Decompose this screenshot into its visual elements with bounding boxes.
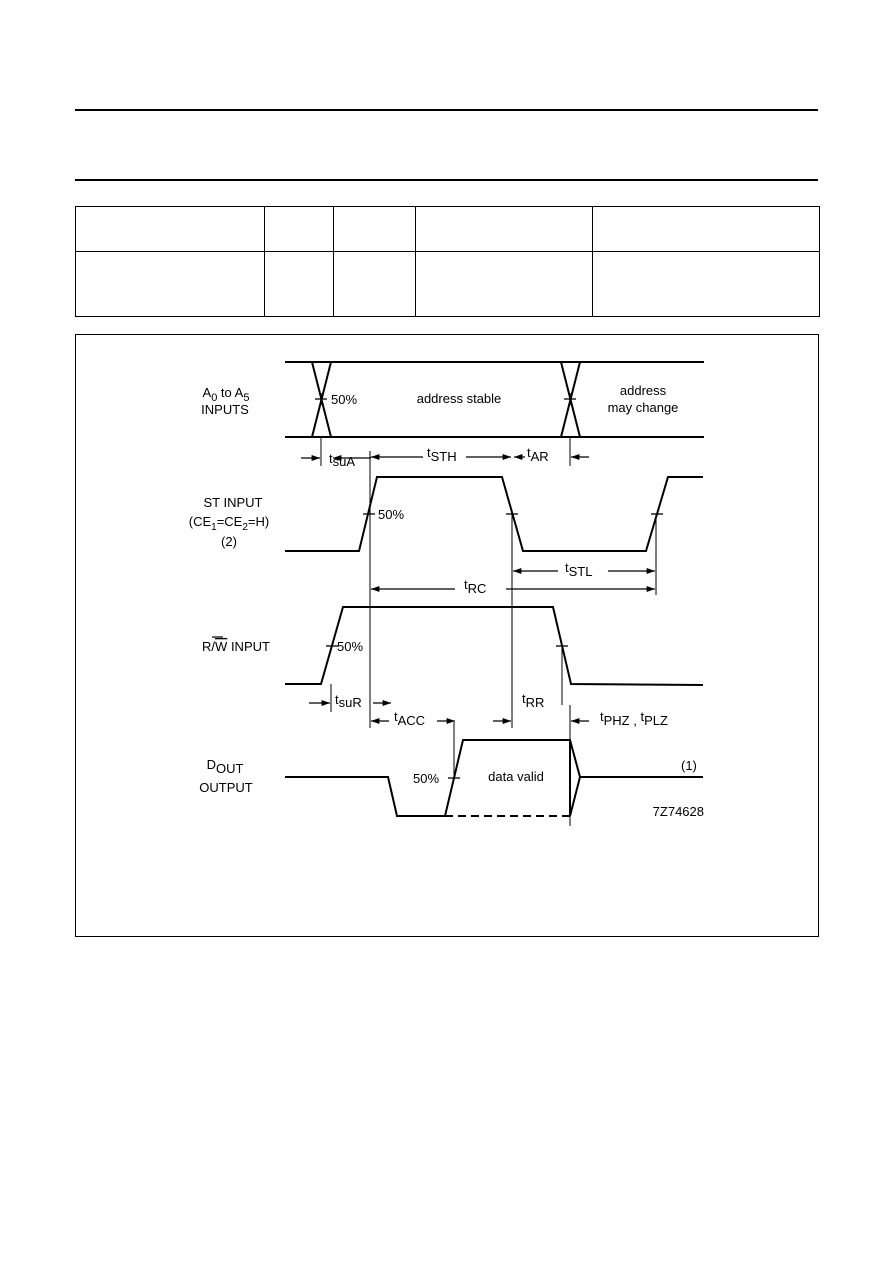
timing-label-tAR: tAR — [527, 445, 549, 464]
table-cell — [592, 206, 820, 252]
top-rule — [75, 109, 818, 111]
table-cell — [75, 206, 265, 252]
dout-label: DOUT — [207, 757, 244, 776]
note-1-label: (1) — [681, 758, 697, 773]
table-cell — [333, 251, 416, 317]
st-label-condition: (CE1=CE2=H) — [189, 514, 269, 533]
table-cell — [415, 251, 593, 317]
timing-label-tRR: tRR — [522, 691, 544, 710]
pct-label-rw: 50% — [337, 639, 363, 654]
figure-frame — [75, 334, 819, 937]
timing-label-tsuR: tsuR — [335, 692, 362, 710]
timing-label-tsuA: tsuA — [329, 451, 355, 469]
address-waveform — [285, 361, 704, 438]
header-rule — [75, 179, 818, 181]
address-50pct-ticks — [315, 393, 576, 405]
table-cell — [264, 251, 334, 317]
reference-lines — [320, 437, 657, 826]
timing-label-tRC: tRC — [464, 577, 486, 596]
table-cell — [592, 251, 820, 317]
dout-label-line2: OUTPUT — [199, 780, 253, 795]
rw-label: R/W INPUT — [202, 639, 270, 654]
timing-label-tSTL: tSTL — [565, 560, 592, 579]
data-valid-label: data valid — [488, 769, 544, 784]
pct-label-address: 50% — [331, 392, 357, 407]
timing-label-tPHZ-tPLZ: tPHZ , tPLZ — [600, 709, 668, 728]
parameter-table — [75, 206, 820, 317]
table-row — [75, 251, 820, 317]
address-label-line2: INPUTS — [201, 402, 249, 417]
st-label-note: (2) — [221, 534, 237, 549]
address-stable-label: address stable — [417, 391, 502, 406]
timing-label-tACC: tACC — [394, 709, 425, 728]
table-row — [75, 206, 820, 252]
address-label: A0 to A5 — [203, 385, 250, 404]
timing-arrows — [301, 454, 655, 724]
rw-waveform — [285, 606, 704, 686]
pct-label-st: 50% — [378, 507, 404, 522]
st-waveform — [285, 476, 703, 552]
address-may-change-label-1: address — [620, 383, 667, 398]
address-may-change-label-2: may change — [608, 400, 679, 415]
pct-label-dout: 50% — [413, 771, 439, 786]
table-cell — [415, 206, 593, 252]
st-label: ST INPUT — [204, 495, 263, 510]
figure-code: 7Z74628 — [653, 804, 704, 819]
timing-label-tSTH: tSTH — [427, 445, 457, 464]
